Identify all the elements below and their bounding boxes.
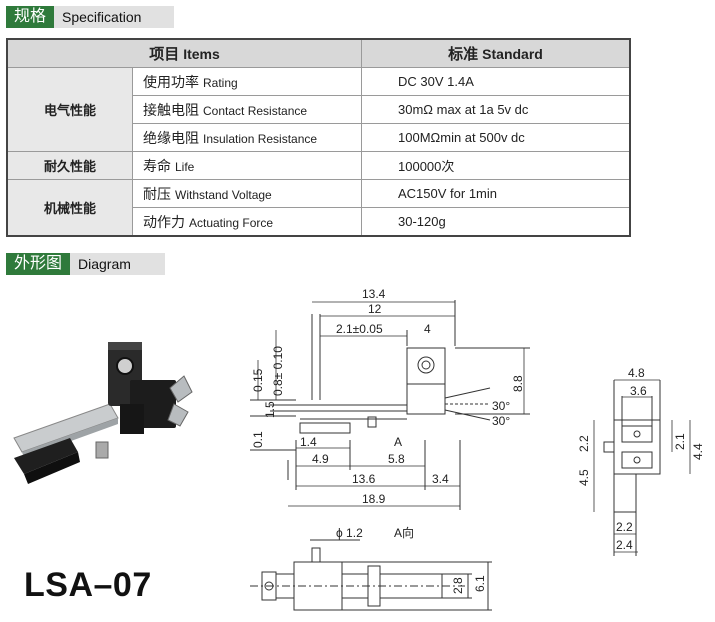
svg-text:4.4: 4.4	[691, 443, 705, 460]
svg-text:4.5: 4.5	[577, 469, 591, 486]
svg-text:2.2: 2.2	[616, 520, 633, 534]
svg-text:6.1: 6.1	[473, 575, 487, 592]
value-cell: AC150V for 1min	[361, 179, 631, 208]
svg-text:0.1: 0.1	[251, 431, 265, 448]
spec-section-header: 规格 Specification	[6, 6, 174, 28]
group-mechanical: 机械性能	[6, 179, 133, 237]
svg-text:5.8: 5.8	[388, 452, 405, 466]
value-cell: 30-120g	[361, 207, 631, 237]
svg-text:18.9: 18.9	[362, 492, 386, 506]
dimension-lines	[257, 301, 525, 507]
svg-text:2.1±0.05: 2.1±0.05	[336, 322, 383, 336]
svg-text:30°: 30°	[492, 414, 510, 428]
svg-text:0.15: 0.15	[251, 368, 265, 392]
svg-text:ϕ 1.2: ϕ 1.2	[336, 526, 363, 540]
svg-text:4.9: 4.9	[312, 452, 329, 466]
svg-text:2.1: 2.1	[673, 433, 687, 450]
dimension-text: 13.4 12 2.1±0.05 4 0.15 0.8± 0.10 1.5 0.…	[251, 287, 525, 506]
diagram-title-cn: 外形图	[6, 253, 71, 275]
svg-text:0.8± 0.10: 0.8± 0.10	[271, 346, 285, 396]
svg-text:13.6: 13.6	[352, 472, 376, 486]
svg-text:1.4: 1.4	[300, 435, 317, 449]
spec-title-en: Specification	[54, 6, 174, 28]
svg-text:30°: 30°	[492, 399, 510, 413]
svg-text:2.4: 2.4	[616, 538, 633, 552]
value-cell: 100MΩmin at 500v dc	[361, 123, 631, 152]
svg-text:A向: A向	[394, 525, 414, 540]
svg-text:4.8: 4.8	[628, 366, 645, 380]
group-durability: 耐久性能	[6, 151, 133, 180]
bottom-view-dimension-text: ϕ 1.2 A向 2.8 6.1	[336, 525, 487, 594]
svg-text:3.4: 3.4	[432, 472, 449, 486]
front-view-dimension-text: 4.8 3.6 2.2 2.1 4.4 4.5 2.2 2.4	[577, 366, 705, 552]
model-number: LSA–07	[24, 566, 152, 604]
svg-text:2.2: 2.2	[577, 435, 591, 452]
svg-text:13.4: 13.4	[362, 287, 386, 301]
front-view-dimension-lines	[593, 379, 691, 553]
svg-text:A: A	[394, 435, 402, 449]
svg-text:2.8: 2.8	[451, 577, 465, 594]
diagram-section-header: 外形图 Diagram	[6, 253, 165, 275]
svg-text:3.6: 3.6	[630, 384, 647, 398]
spec-title-cn: 规格	[6, 6, 55, 28]
side-view-drawing	[250, 300, 530, 510]
bottom-view-drawing	[250, 539, 492, 611]
product-photo	[13, 342, 193, 484]
svg-text:4: 4	[424, 322, 431, 336]
value-cell: 100000次	[361, 151, 631, 180]
svg-text:1.5: 1.5	[263, 401, 277, 418]
svg-text:12: 12	[368, 302, 382, 316]
svg-text:8.8: 8.8	[511, 375, 525, 392]
group-electrical: 电气性能	[6, 67, 133, 152]
diagram-title-en: Diagram	[70, 253, 165, 275]
